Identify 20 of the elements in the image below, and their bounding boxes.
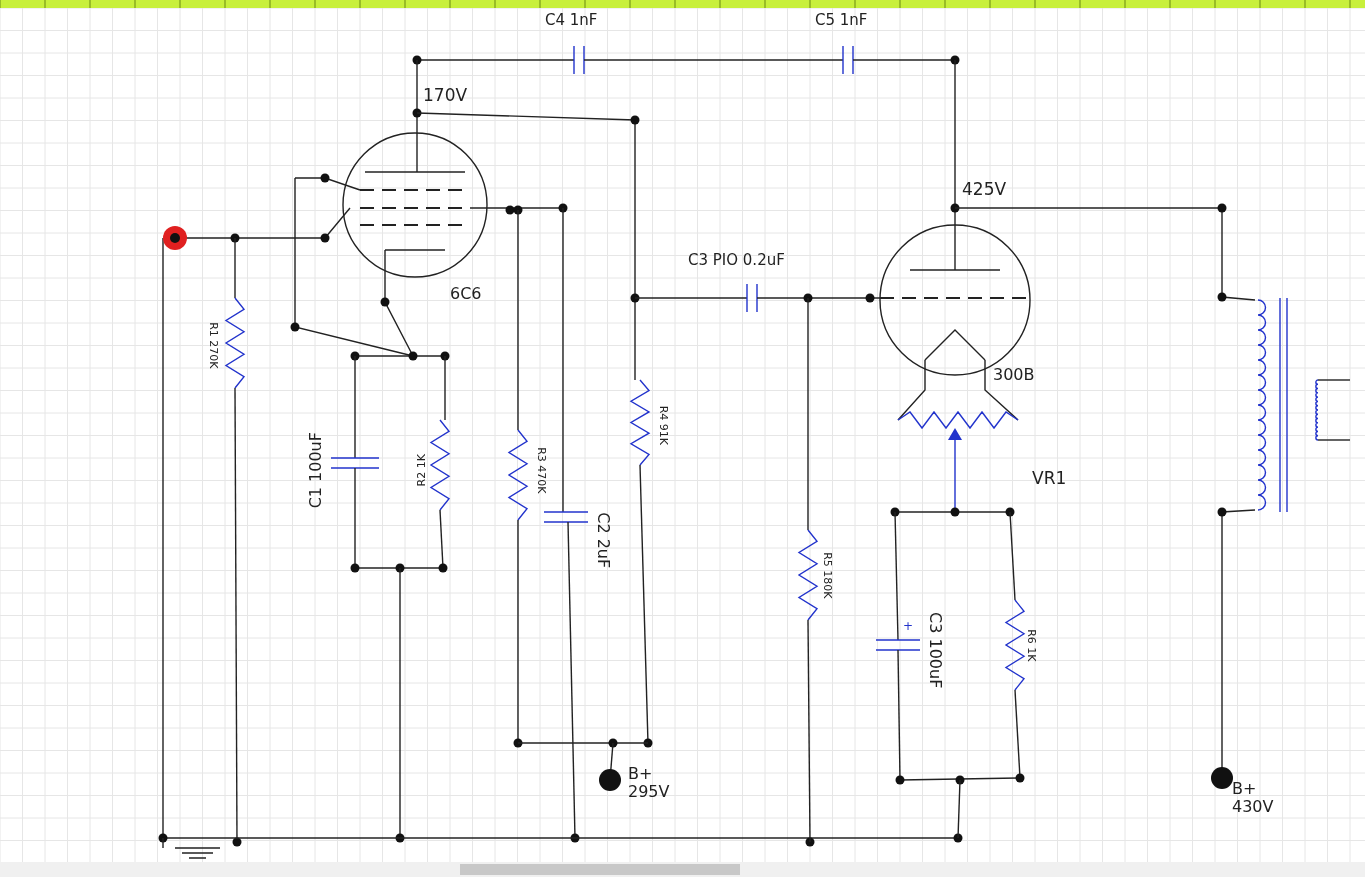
supply-label: B+ 295V xyxy=(628,765,671,802)
component-label: R6 1K xyxy=(1023,628,1037,661)
component-label: C1 100uF xyxy=(306,432,326,509)
tube-label: 6C6 xyxy=(450,285,482,304)
component-label: R4 91K xyxy=(655,405,669,445)
supply-label: B+ 430V xyxy=(1232,780,1275,817)
polarity-sign: + xyxy=(903,620,914,634)
component-label: C3 100uF xyxy=(925,612,945,689)
component-label: VR1 xyxy=(1032,469,1067,489)
component-label: R3 470K xyxy=(533,446,547,493)
voltage-label: 170V xyxy=(423,86,468,106)
component-label: R2 1K xyxy=(415,453,429,486)
component-label: R5 180K xyxy=(819,551,833,598)
component-label: C4 1nF xyxy=(545,12,598,30)
tube-label: 300B xyxy=(993,366,1035,385)
component-label: C3 PIO 0.2uF xyxy=(688,252,785,270)
voltage-label: 425V xyxy=(962,180,1007,200)
component-label: C2 2uF xyxy=(593,512,613,569)
component-label: R1 270K xyxy=(205,321,219,368)
component-label: C5 1nF xyxy=(815,12,868,30)
